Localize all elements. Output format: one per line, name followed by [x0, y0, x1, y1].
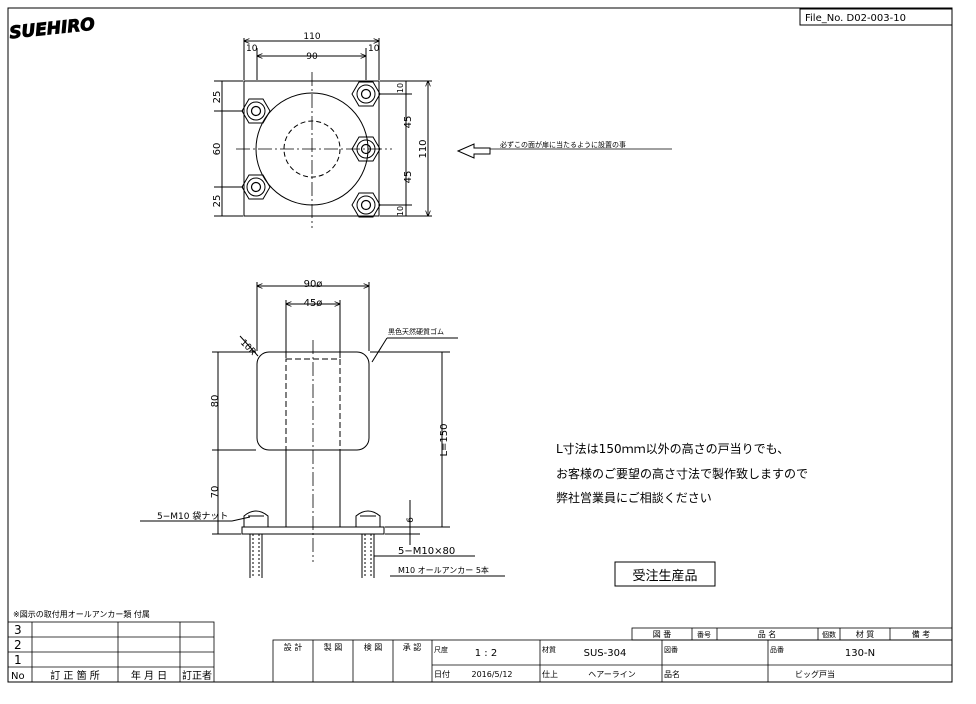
- title-block: [272, 627, 953, 683]
- svg-text:設 計: 設 計: [284, 642, 303, 652]
- svg-text:25: 25: [212, 91, 223, 104]
- svg-text:90ø: 90ø: [304, 279, 323, 290]
- svg-text:5−M10 袋ナット: 5−M10 袋ナット: [157, 510, 228, 522]
- svg-text:製 図: 製 図: [324, 642, 343, 652]
- svg-text:10R: 10R: [238, 338, 258, 358]
- svg-text:尺度: 尺度: [434, 645, 448, 654]
- svg-text:1: 1: [14, 653, 22, 667]
- svg-text:SUEHIRO: SUEHIRO: [8, 15, 95, 44]
- svg-text:個数: 個数: [822, 630, 836, 639]
- svg-text:SUS-304: SUS-304: [584, 648, 627, 659]
- side-view: [140, 282, 505, 578]
- svg-text:110: 110: [418, 139, 429, 158]
- svg-text:25: 25: [212, 195, 223, 208]
- svg-text:品名: 品名: [664, 669, 680, 679]
- svg-text:5−M10×80: 5−M10×80: [398, 546, 455, 557]
- sheet-border: [7, 7, 953, 683]
- svg-text:M10 オールアンカー 5本: M10 オールアンカー 5本: [398, 565, 489, 575]
- svg-text:ビッグ戸当: ビッグ戸当: [795, 669, 835, 679]
- svg-text:材質: 材質: [542, 645, 556, 654]
- svg-text:10: 10: [368, 44, 380, 54]
- svg-text:6: 6: [406, 517, 416, 523]
- file-no: File_No. D02-003-10: [805, 13, 906, 24]
- svg-text:材 質: 材 質: [856, 629, 875, 639]
- svg-text:承 認: 承 認: [403, 642, 422, 652]
- svg-text:訂正者: 訂正者: [182, 669, 212, 682]
- svg-text:日付: 日付: [434, 669, 450, 679]
- svg-text:110: 110: [303, 32, 320, 42]
- revision-table: [7, 621, 215, 683]
- svg-text:3: 3: [14, 623, 22, 637]
- svg-text:図番: 図番: [664, 646, 678, 654]
- order-stamp-box: [614, 561, 716, 587]
- svg-text:130-N: 130-N: [845, 648, 875, 659]
- file-no-box: [799, 8, 953, 26]
- svg-text:年 月 日: 年 月 日: [131, 669, 167, 682]
- svg-text:2016/5/12: 2016/5/12: [471, 670, 512, 679]
- svg-text:45: 45: [403, 116, 414, 129]
- svg-text:図 番: 図 番: [653, 629, 672, 639]
- svg-text:No: No: [11, 671, 25, 682]
- svg-text:2: 2: [14, 638, 22, 652]
- side-view-labels: 90ø 45ø 10R 黒色天然硬質ゴム 80 70 L=150 6 5−M10…: [157, 279, 489, 575]
- svg-text:訂 正 箇 所: 訂 正 箇 所: [50, 669, 100, 682]
- svg-text:弊社営業員にご相談ください: 弊社営業員にご相談ください: [556, 490, 712, 505]
- order-stamp: 受注生産品: [632, 568, 697, 584]
- svg-text:お客様のご要望の高さ寸法で製作致しますので: お客様のご要望の高さ寸法で製作致しますので: [556, 466, 808, 481]
- revision-labels: 3 2 1 No 訂 正 箇 所 年 月 日 訂正者: [11, 623, 212, 682]
- svg-text:10: 10: [396, 206, 405, 216]
- svg-text:1 : 2: 1 : 2: [475, 648, 497, 659]
- svg-text:品 名: 品 名: [758, 629, 777, 639]
- svg-text:L=150: L=150: [439, 423, 450, 456]
- svg-text:80: 80: [210, 395, 221, 408]
- svg-text:10: 10: [246, 44, 258, 54]
- svg-text:黒色天然硬質ゴム: 黒色天然硬質ゴム: [388, 327, 444, 336]
- accessory-note: ※図示の取付用オールアンカー類 付属: [13, 609, 150, 619]
- svg-text:70: 70: [210, 486, 221, 499]
- svg-text:45: 45: [403, 171, 414, 184]
- svg-text:10: 10: [396, 83, 405, 93]
- suehiro-logo: SUEHIRO: [8, 14, 96, 44]
- install-note: 必ずこの面が扉に当たるように設置の事: [456, 140, 672, 159]
- svg-text:品番: 品番: [770, 646, 784, 654]
- svg-text:90: 90: [306, 52, 318, 62]
- title-block-labels: 図 番 番号 品 名 個数 材 質 備 考 設 計 製 図 検 図 承 認 尺度…: [284, 629, 931, 679]
- svg-text:ヘアーライン: ヘアーライン: [588, 670, 636, 679]
- svg-text:番号: 番号: [697, 631, 711, 639]
- svg-text:必ずこの面が扉に当たるように設置の事: 必ずこの面が扉に当たるように設置の事: [500, 140, 626, 149]
- remarks: L寸法は150ｍｍ以外の高さの戸当りでも、 お客様のご要望の高さ寸法で製作致しま…: [556, 441, 808, 505]
- svg-text:45ø: 45ø: [304, 298, 323, 309]
- svg-text:検 図: 検 図: [364, 642, 383, 652]
- svg-text:60: 60: [212, 143, 223, 156]
- top-view-dimensions: 110 10 90 10 25 60 25 10 45 110 45 10: [212, 32, 429, 216]
- svg-text:備 考: 備 考: [912, 629, 931, 639]
- svg-text:L寸法は150ｍｍ以外の高さの戸当りでも、: L寸法は150ｍｍ以外の高さの戸当りでも、: [556, 441, 789, 456]
- top-view: [214, 38, 432, 228]
- svg-text:仕上: 仕上: [542, 669, 558, 679]
